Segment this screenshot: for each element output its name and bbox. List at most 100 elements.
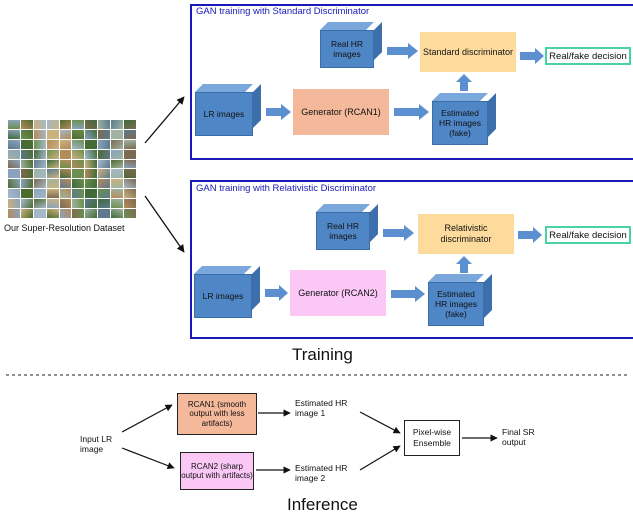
dataset-thumbnail [8, 169, 20, 179]
lr-images-cube-1: LR images [195, 84, 261, 136]
dataset-thumbnail [20, 129, 33, 139]
dataset-thumbnail [33, 209, 46, 218]
dataset-thumbnail [124, 120, 136, 129]
dataset-thumbnail [20, 209, 33, 218]
dataset-thumbnail [124, 209, 136, 218]
decision-box-2: Real/fake decision [545, 226, 631, 244]
dataset-thumbnail [124, 179, 136, 189]
standard-discriminator-box: Standard discriminator [420, 32, 516, 72]
dataset-thumbnail [8, 159, 20, 169]
dataset-thumbnail [59, 129, 72, 139]
arrow-gen-to-est-1 [394, 104, 429, 120]
dataset-thumbnail [59, 169, 72, 179]
dataset-label: Our Super-Resolution Dataset [4, 223, 125, 233]
panel-relativistic-title: GAN training with Relativistic Discrimin… [196, 183, 377, 194]
dataset-thumbnail [72, 129, 85, 139]
dataset-thumbnail [98, 120, 111, 129]
est2-to-ensemble-arrow [359, 445, 401, 471]
dataset-thumbnail [124, 199, 136, 209]
dataset-thumbnail [111, 159, 124, 169]
dataset-thumbnail [72, 139, 85, 149]
arrow-lr-to-gen-2 [265, 285, 288, 301]
rcan2-box: RCAN2 (sharp output with artifacts) [180, 452, 254, 490]
dataset-thumbnail [46, 199, 59, 209]
dataset-thumbnail [85, 189, 98, 199]
dataset-thumbnail [124, 169, 136, 179]
arrow-lr-to-gen-1 [266, 104, 291, 120]
rcan1-box: RCAN1 (smooth output with less artifacts… [177, 393, 257, 435]
arrow-est-to-disc-2 [456, 256, 472, 273]
dataset-thumbnail [20, 149, 33, 159]
dataset-thumbnail [124, 149, 136, 159]
dataset-thumbnail [33, 179, 46, 189]
dataset-thumbnail [85, 139, 98, 149]
dataset-thumbnail [72, 149, 85, 159]
inference-label: Inference [287, 495, 358, 514]
input-to-rcan1-arrow [121, 404, 173, 433]
estimated-hr-cube-2: Estimated HR images (fake) [428, 274, 492, 326]
dataset-thumbnail [98, 179, 111, 189]
dataset-thumbnail [20, 179, 33, 189]
dataset-thumbnail [98, 159, 111, 169]
training-label: Training [292, 345, 353, 364]
dataset-thumbnail [85, 149, 98, 159]
dataset-thumbnail [72, 199, 85, 209]
final-sr-output-label: Final SR output [502, 427, 535, 447]
dataset-thumbnail [20, 199, 33, 209]
dataset-thumbnail [124, 159, 136, 169]
dataset-thumbnail [59, 139, 72, 149]
estimated-hr-label-2: Estimated HR images (fake) [428, 282, 484, 326]
panel-relativistic-discriminator [190, 180, 633, 339]
relativistic-discriminator-box: Relativistic discriminator [418, 214, 514, 254]
dataset-thumbnail [59, 179, 72, 189]
dataset-thumbnail [111, 179, 124, 189]
dataset-thumbnail [8, 189, 20, 199]
dataset-thumbnail [98, 129, 111, 139]
dataset-thumbnail [111, 199, 124, 209]
dataset-thumbnail [124, 139, 136, 149]
dataset-thumbnail [46, 179, 59, 189]
input-to-rcan2-arrow [121, 447, 175, 470]
arrow-gen-to-est-2 [391, 286, 425, 302]
dataset-thumbnail [33, 189, 46, 199]
dataset-thumbnail [59, 149, 72, 159]
dataset-thumbnail [8, 139, 20, 149]
dataset-thumbnail-grid [8, 120, 136, 218]
real-hr-label-2: Real HR images [316, 212, 370, 250]
dataset-thumbnail [72, 189, 85, 199]
dataset-thumbnail [98, 139, 111, 149]
dataset-thumbnail [8, 120, 20, 129]
dataset-thumbnail [46, 159, 59, 169]
real-hr-cube-2: Real HR images [316, 204, 378, 250]
dataset-thumbnail [111, 149, 124, 159]
dataset-thumbnail [59, 189, 72, 199]
estimated-hr-image-1-label: Estimated HR image 1 [295, 398, 348, 418]
dataset-thumbnail [46, 169, 59, 179]
dataset-thumbnail [46, 120, 59, 129]
dataset-thumbnail [111, 189, 124, 199]
arrow-disc-to-decision-2 [518, 227, 542, 243]
dataset-thumbnail [85, 179, 98, 189]
dataset-thumbnail [20, 159, 33, 169]
arrow-realhr-to-disc-2 [383, 225, 414, 241]
dataset-thumbnail [20, 139, 33, 149]
dataset-thumbnail [8, 209, 20, 218]
dataset-thumbnail [98, 169, 111, 179]
dataset-thumbnail [111, 120, 124, 129]
dataset-thumbnail [8, 199, 20, 209]
dataset-thumbnail [20, 189, 33, 199]
dataset-thumbnail [111, 129, 124, 139]
dataset-thumbnail [59, 159, 72, 169]
estimated-hr-label-1: Estimated HR images (fake) [432, 101, 488, 145]
lr-images-label-2: LR images [194, 274, 252, 318]
dataset-thumbnail [72, 169, 85, 179]
est1-to-ensemble-arrow [359, 411, 401, 434]
dataset-thumbnail [20, 120, 33, 129]
dataset-thumbnail [72, 209, 85, 218]
panel-standard-title: GAN training with Standard Discriminator [196, 6, 370, 17]
dataset-to-relativistic-arrow [144, 195, 185, 253]
dataset-thumbnail [33, 149, 46, 159]
dataset-thumbnail [85, 120, 98, 129]
pixel-wise-ensemble-box: Pixel-wise Ensemble [404, 420, 460, 456]
dataset-thumbnail [59, 120, 72, 129]
